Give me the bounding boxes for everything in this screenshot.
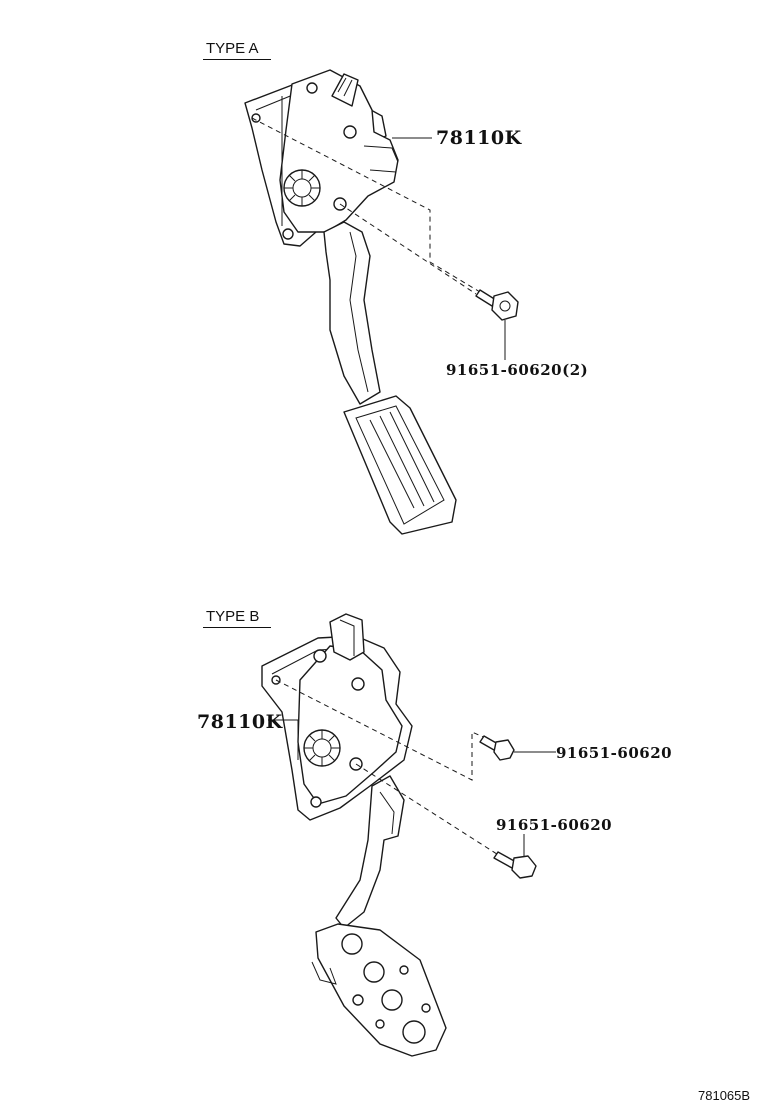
type-b-pedal-part-number: 78110K (197, 711, 283, 733)
type-b-upper-bolt-part-number: 91651-60620 (556, 744, 673, 762)
type-a-bolt-part-number: 91651-60620(2) (446, 361, 589, 379)
type-b-title: TYPE B (206, 608, 260, 625)
type-a-title: TYPE A (206, 40, 259, 57)
drawing-code: 781065B (698, 1088, 751, 1103)
type-a-title-underline (203, 59, 271, 60)
type-b-pedal-assembly (261, 613, 556, 1057)
type-a-pedal-assembly (244, 69, 519, 535)
type-a-pedal-part-number: 78110K (436, 127, 522, 149)
type-b-title-underline (203, 627, 271, 628)
type-b-lower-bolt-part-number: 91651-60620 (496, 816, 613, 834)
